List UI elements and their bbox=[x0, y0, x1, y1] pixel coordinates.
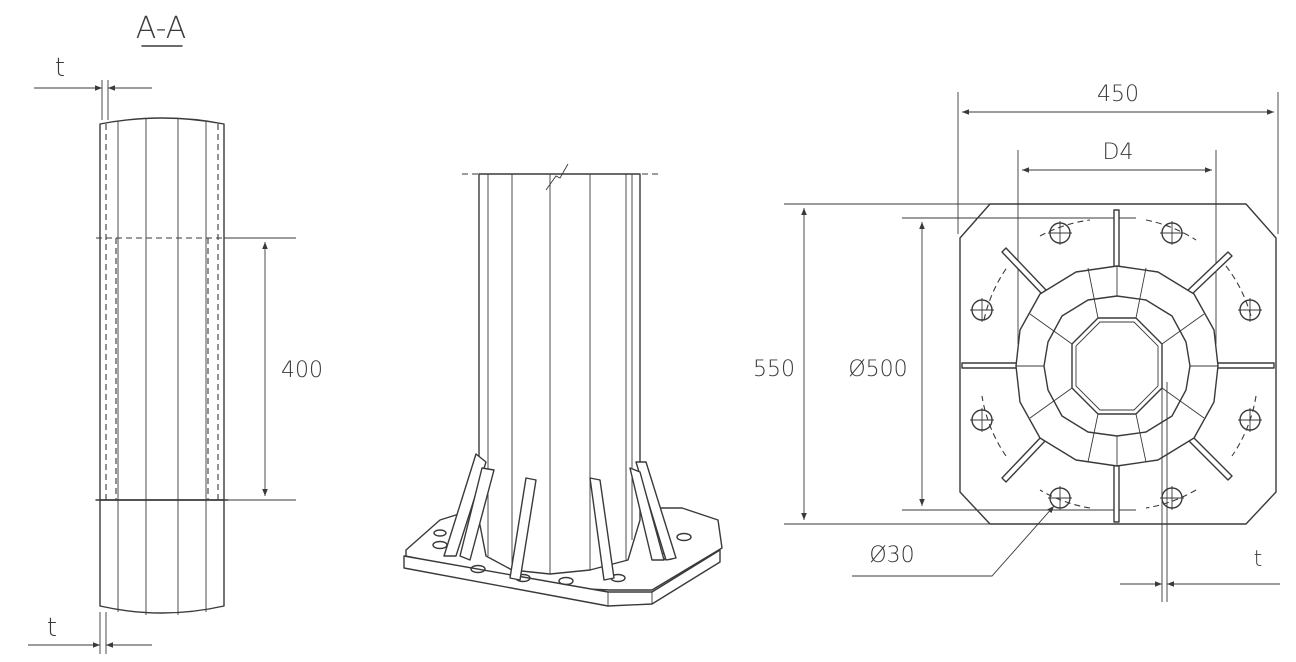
section-view-a-a: A-A t 400 t bbox=[28, 11, 323, 654]
plan-view: 450 D4 550 Ø500 bbox=[753, 82, 1280, 602]
bolt-circle-arcs bbox=[981, 219, 1257, 509]
dim-label-500: Ø500 bbox=[848, 357, 907, 382]
tube-lower-outline bbox=[99, 499, 225, 614]
thickness-label-bottom: t bbox=[47, 613, 57, 643]
hidden-sleeve-lines bbox=[96, 124, 232, 500]
gusset-plates bbox=[443, 453, 677, 581]
leader-hole-30 bbox=[852, 505, 1055, 577]
plan-column-segments bbox=[1016, 266, 1218, 466]
thickness-label-top: t bbox=[55, 53, 65, 83]
tube-upper-outline bbox=[99, 117, 225, 501]
dim-label-550: 550 bbox=[753, 357, 795, 382]
dim-label-d4: D4 bbox=[1103, 140, 1134, 165]
base-plate-edge bbox=[403, 549, 721, 607]
dim-label-30: Ø30 bbox=[869, 543, 914, 568]
plan-gussets bbox=[961, 209, 1275, 523]
dim-label-450: 450 bbox=[1097, 82, 1139, 107]
thickness-label-plan: t bbox=[1254, 547, 1263, 572]
break-symbol bbox=[545, 163, 569, 191]
plan-bolt-holes bbox=[970, 221, 1262, 510]
tube-facet-lines bbox=[117, 119, 207, 615]
section-title: A-A bbox=[136, 11, 187, 46]
dim-label-400: 400 bbox=[281, 358, 323, 383]
column-body bbox=[478, 173, 641, 575]
isometric-view bbox=[403, 163, 723, 607]
